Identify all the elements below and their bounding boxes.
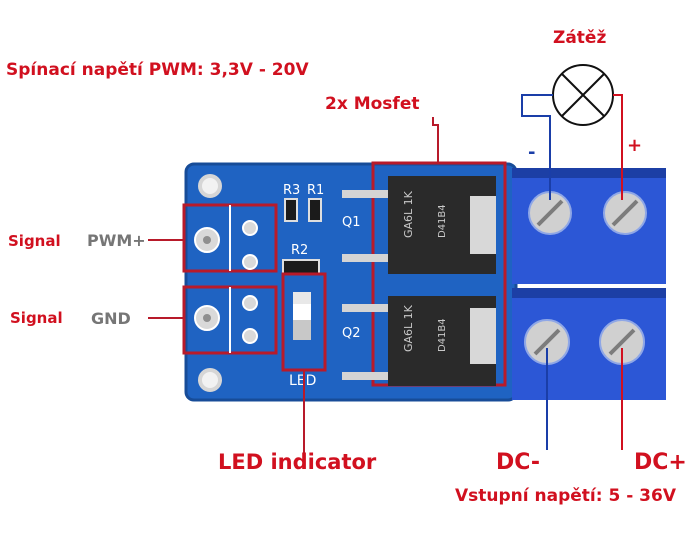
mosfet-q1-marking: GA6L 1K — [402, 190, 415, 238]
silk-r2: R2 — [291, 243, 308, 258]
load-label: Zátěž — [553, 28, 607, 48]
resistor-r2 — [282, 259, 320, 275]
terminal-minus-sign: - — [528, 142, 536, 163]
mounting-hole — [198, 368, 222, 392]
silk-r3: R3 — [283, 183, 300, 198]
mosfet-q2-code: D41B4 — [437, 318, 448, 352]
silk-led: LED — [289, 373, 316, 389]
pwm-voltage-label: Spínací napětí PWM: 3,3V - 20V — [6, 60, 309, 80]
terminal-plus-sign: + — [627, 135, 643, 156]
mosfet-label: 2x Mosfet — [325, 94, 420, 114]
input-voltage-label: Vstupní napětí: 5 - 36V — [455, 486, 676, 506]
mosfet-q2-marking: GA6L 1K — [402, 304, 415, 352]
signal-pwm-label: PWM+ — [87, 231, 146, 250]
dc-plus-label: DC+ — [634, 450, 687, 475]
led-indicator-label: LED indicator — [218, 450, 377, 474]
silk-q1: Q1 — [342, 215, 361, 230]
resistor-r1 — [308, 198, 322, 222]
resistor-r3 — [284, 198, 298, 222]
silk-r1: R1 — [307, 183, 324, 198]
load-plus-wire — [613, 94, 623, 200]
silk-q2: Q2 — [342, 326, 361, 341]
mosfet-callout-line — [432, 117, 439, 163]
signal-gnd-label: GND — [91, 309, 131, 328]
led-box — [281, 272, 327, 372]
signal-pwm-prefix: Signal — [8, 232, 61, 250]
mosfet-q1-code: D41B4 — [437, 204, 448, 238]
signal-gnd-prefix: Signal — [10, 309, 63, 327]
load-minus-wire — [521, 94, 553, 200]
dc-minus-label: DC- — [496, 450, 541, 475]
mounting-hole — [198, 174, 222, 198]
